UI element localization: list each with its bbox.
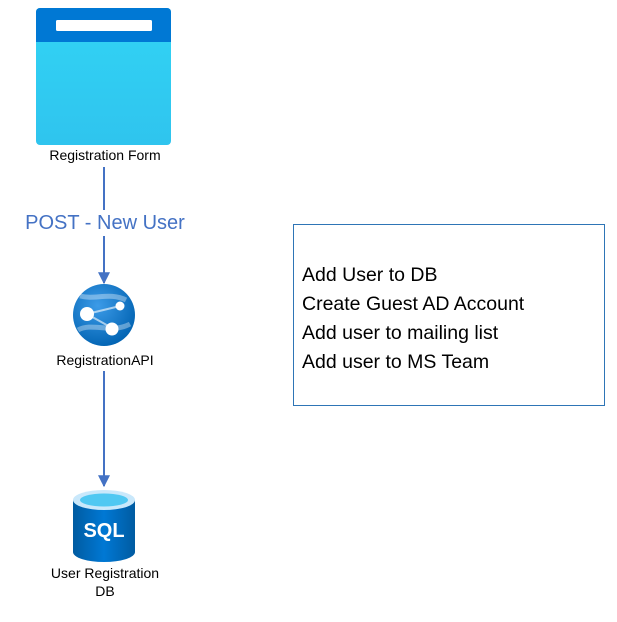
web-form-icon	[36, 8, 171, 145]
step-item: Add user to MS Team	[302, 351, 490, 373]
app-service-globe-icon	[73, 284, 135, 346]
steps-list: Add User to DB Create Guest AD Account A…	[302, 261, 524, 377]
user-registration-db-label: User Registration DB	[50, 565, 160, 599]
sql-badge-text: SQL	[83, 520, 124, 542]
step-item: Add user to mailing list	[302, 322, 499, 344]
step-item: Add User to DB	[302, 264, 438, 286]
registration-form-label: Registration Form	[49, 147, 161, 163]
registration-api-label: RegistrationAPI	[56, 352, 154, 368]
step-item: Create Guest AD Account	[302, 293, 525, 315]
edge-label-post-new-user: POST - New User	[0, 210, 210, 236]
steps-box: Add User to DB Create Guest AD Account A…	[293, 224, 605, 406]
sql-database-icon: SQL	[73, 490, 135, 562]
